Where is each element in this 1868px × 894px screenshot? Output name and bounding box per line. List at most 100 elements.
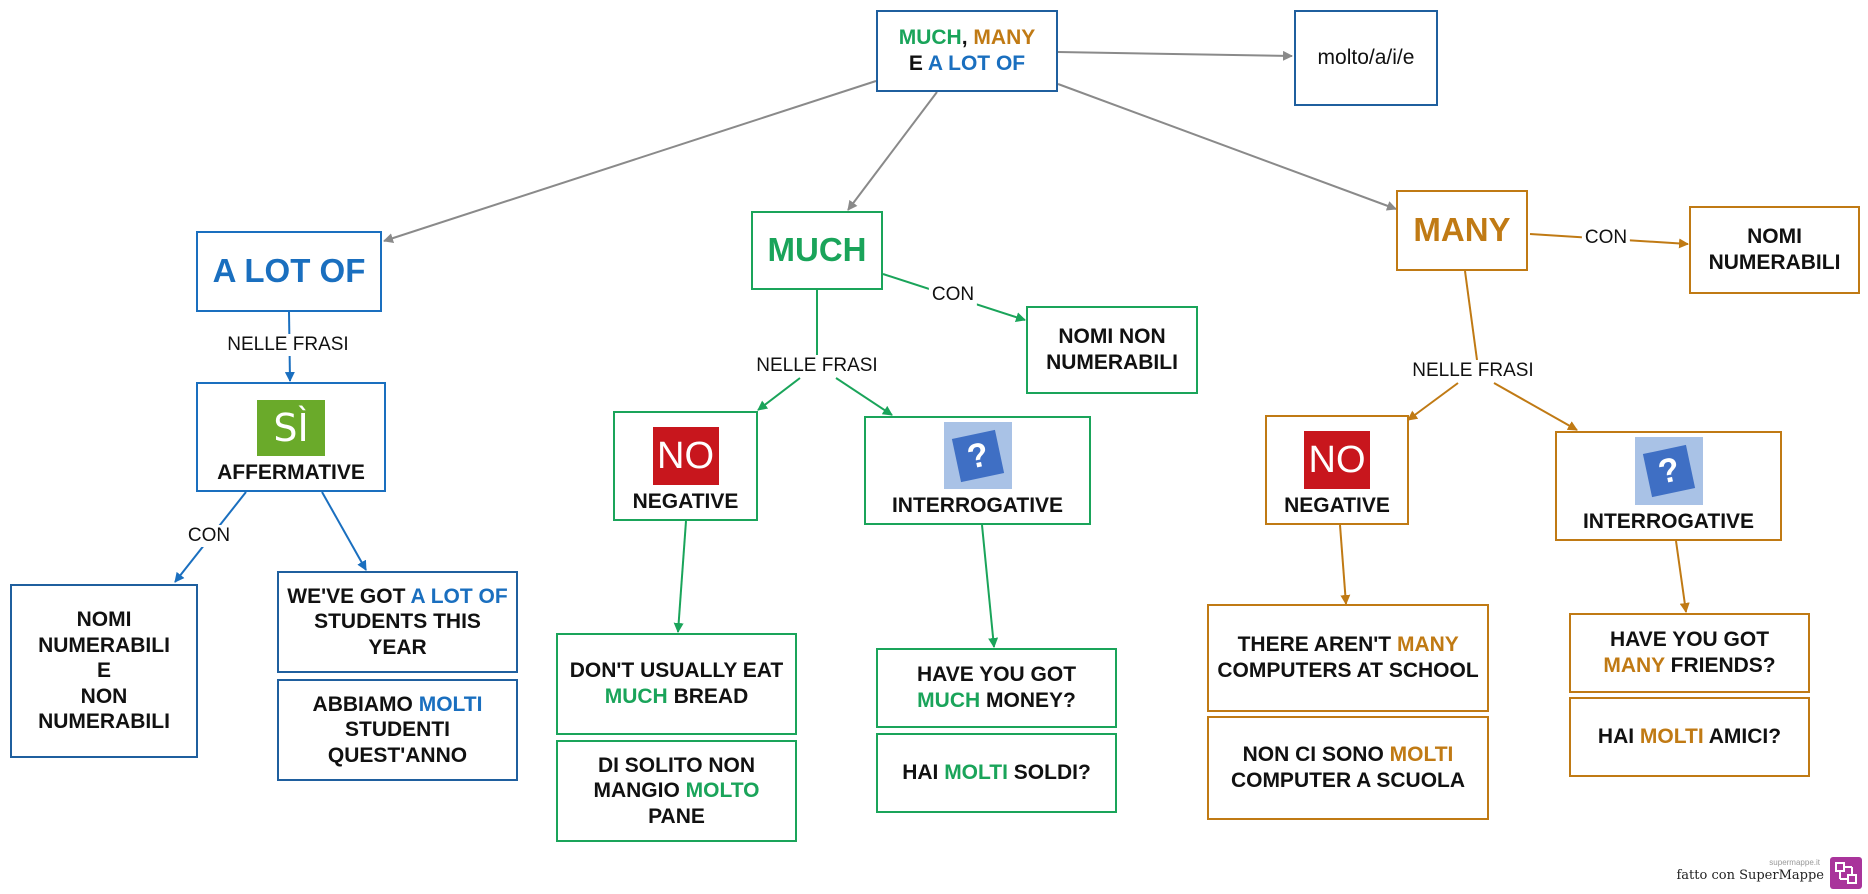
- much-int-en-pre: HAVE YOU GOT: [916, 663, 1077, 687]
- si-icon: SÌ: [257, 400, 325, 457]
- alotof-example-en-pre: WE'VE GOT: [287, 584, 411, 608]
- many-neg-it-post: COMPUTER A SCUOLA: [1230, 769, 1466, 792]
- supermappe-logo-glyph: [1835, 862, 1857, 884]
- edge-many-negative: [1407, 382, 1459, 421]
- much-title: MUCH: [767, 231, 867, 269]
- many-negative-node: NO NEGATIVE: [1265, 415, 1409, 525]
- many-interrogative-label: INTERROGATIVE: [1582, 510, 1755, 534]
- many-nomi-node: NOMI NUMERABILI: [1689, 206, 1860, 294]
- edge-many-negative-example: [1339, 524, 1351, 605]
- no-icon: NO: [1304, 431, 1370, 490]
- many-int-it-pre: HAI: [1597, 725, 1640, 749]
- alotof-example-en: WE'VE GOT A LOT OF STUDENTS THIS YEAR: [277, 571, 518, 673]
- root-much-text: MUCH: [898, 26, 962, 50]
- much-neg-en-post: BREAD: [667, 685, 749, 708]
- many-int-en-key: MANY: [1603, 654, 1665, 677]
- many-neg-en-post: COMPUTERS AT SCHOOL: [1217, 659, 1479, 682]
- si-icon-text: SÌ: [273, 406, 309, 451]
- root-alotof-text: A LOT OF: [927, 52, 1026, 75]
- much-nomi-text: NOMI NON NUMERABILI: [1046, 325, 1178, 374]
- much-neg-en-text: DON'T USUALLY EAT MUCH BREAD: [566, 658, 787, 709]
- much-node: MUCH: [751, 211, 883, 290]
- many-neg-it-text: NON CI SONO MOLTI COMPUTER A SCUOLA: [1217, 742, 1479, 793]
- alotof-node: A LOT OF: [196, 231, 382, 312]
- footer-brand-small: supermappe.it: [1769, 858, 1820, 867]
- root-e-text: E: [908, 52, 928, 75]
- many-int-example-it: HAI MOLTI AMICI?: [1569, 697, 1810, 777]
- much-nellefrasi-label: NELLE FRASI: [753, 355, 881, 377]
- alotof-nomi-line-4: NON: [80, 684, 128, 708]
- alotof-con-label: CON: [184, 525, 234, 547]
- alotof-example-it-post: STUDENTI QUEST'ANNO: [327, 718, 468, 767]
- much-neg-it-text: DI SOLITO NON MANGIO MOLTO PANE: [566, 753, 787, 830]
- alotof-nomi-node: NOMI NUMERABILI E NON NUMERABILI: [10, 584, 198, 758]
- alotof-example-en-post: STUDENTS THIS YEAR: [314, 610, 481, 659]
- much-int-it-pre: HAI: [902, 761, 945, 785]
- alotof-example-it-pre: ABBIAMO: [312, 692, 419, 716]
- no-icon: NO: [652, 427, 719, 486]
- much-negative-label: NEGATIVE: [632, 490, 739, 514]
- much-int-example-en: HAVE YOU GOT MUCH MONEY?: [876, 648, 1117, 728]
- much-question-icon-text: ?: [963, 434, 992, 477]
- question-icon-tile: ?: [1642, 445, 1695, 498]
- edge-affermative-example: [321, 491, 367, 571]
- much-int-it-key: MOLTI: [944, 761, 1008, 785]
- question-icon: ?: [1634, 437, 1703, 506]
- many-nomi-text: NOMI NUMERABILI: [1708, 225, 1841, 274]
- much-interrogative-label: INTERROGATIVE: [891, 494, 1064, 518]
- question-icon-tile: ?: [951, 429, 1004, 482]
- translation-node: molto/a/i/e: [1294, 10, 1438, 106]
- many-int-example-en: HAVE YOU GOT MANY FRIENDS?: [1569, 613, 1810, 693]
- much-int-en-key: MUCH: [917, 689, 981, 712]
- many-neg-en-text: THERE AREN'T MANY COMPUTERS AT SCHOOL: [1217, 632, 1479, 683]
- many-neg-example-it: NON CI SONO MOLTI COMPUTER A SCUOLA: [1207, 716, 1489, 820]
- much-int-it-text: HAI MOLTI SOLDI?: [902, 760, 1091, 786]
- alotof-title: A LOT OF: [212, 252, 366, 290]
- affermative-label: AFFERMATIVE: [217, 461, 365, 485]
- question-icon: ?: [943, 422, 1012, 490]
- many-neg-en-key: MANY: [1396, 633, 1459, 657]
- edge-much-negative: [757, 377, 801, 411]
- much-neg-en-pre: DON'T USUALLY EAT: [569, 659, 784, 683]
- alotof-nomi-line-5: NUMERABILI: [38, 710, 170, 734]
- alotof-nellefrasi-label: NELLE FRASI: [224, 334, 352, 356]
- much-neg-it-post: PANE: [648, 804, 705, 828]
- many-int-it-key: MOLTI: [1639, 725, 1704, 749]
- edge-root-alotof: [383, 80, 877, 243]
- root-line-2: E A LOT OF: [909, 51, 1025, 77]
- root-node: MUCH, MANY E A LOT OF: [876, 10, 1058, 92]
- edge-root-much: [847, 91, 938, 211]
- many-neg-it-key: MOLTI: [1389, 743, 1454, 767]
- alotof-example-it-text: ABBIAMO MOLTI STUDENTI QUEST'ANNO: [287, 692, 508, 769]
- many-node: MANY: [1396, 190, 1528, 271]
- many-question-icon-text: ?: [1654, 450, 1683, 492]
- translation-text: molto/a/i/e: [1317, 46, 1415, 70]
- much-interrogative-node: ? INTERROGATIVE: [864, 416, 1091, 525]
- edge-much-interrogative: [835, 377, 893, 416]
- much-nomi-node: NOMI NON NUMERABILI: [1026, 306, 1198, 394]
- many-neg-it-pre: NON CI SONO: [1242, 743, 1390, 767]
- edge-many-nellefrasi: [1464, 270, 1478, 361]
- alotof-example-it-key: MOLTI: [418, 692, 483, 716]
- alotof-example-en-key: A LOT OF: [410, 584, 508, 608]
- alotof-nomi-line-3: E: [96, 659, 111, 683]
- root-many-text: MANY: [973, 26, 1036, 50]
- many-int-it-text: HAI MOLTI AMICI?: [1598, 724, 1781, 750]
- many-neg-example-en: THERE AREN'T MANY COMPUTERS AT SCHOOL: [1207, 604, 1489, 712]
- much-neg-it-key: MOLTO: [685, 779, 760, 803]
- edge-many-interrogative: [1493, 382, 1578, 431]
- many-nellefrasi-label: NELLE FRASI: [1409, 360, 1537, 382]
- much-con-label: CON: [928, 284, 978, 306]
- many-neg-en-pre: THERE AREN'T: [1237, 633, 1397, 657]
- much-neg-example-it: DI SOLITO NON MANGIO MOLTO PANE: [556, 740, 797, 842]
- root-comma-text: ,: [961, 26, 974, 50]
- edge-many-interrogative-example: [1675, 540, 1690, 613]
- edge-root-many: [1057, 83, 1397, 211]
- root-line-1: MUCH, MANY: [899, 25, 1036, 51]
- alotof-example-it: ABBIAMO MOLTI STUDENTI QUEST'ANNO: [277, 679, 518, 781]
- much-neg-it-pre: DI SOLITO NON MANGIO: [593, 753, 756, 803]
- footer-text: fatto con SuperMappe: [1676, 868, 1825, 883]
- many-con-label: CON: [1581, 227, 1631, 249]
- alotof-nomi-line-1: NOMI: [76, 607, 132, 631]
